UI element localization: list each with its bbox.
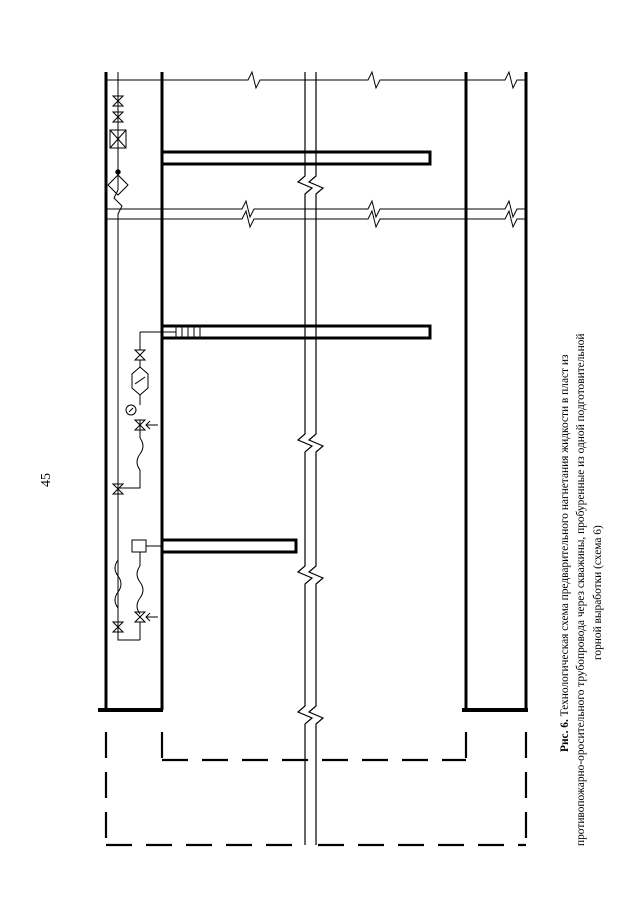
valve-icon	[111, 111, 125, 123]
valve-icon	[111, 95, 125, 107]
pump-unit-icon	[131, 539, 147, 553]
figure-label: Рис. 6.	[559, 719, 571, 752]
break-lines	[106, 70, 526, 229]
break-line-middle-b	[106, 209, 526, 229]
boreholes	[162, 150, 432, 554]
break-line-middle-a	[106, 199, 526, 219]
borehole-3	[162, 538, 298, 554]
gallery-walls	[98, 72, 528, 712]
central-pipeline	[296, 72, 325, 845]
top-fittings	[107, 95, 129, 196]
well-seals	[175, 326, 201, 338]
injection-assembly	[111, 331, 176, 495]
break-line-top	[106, 70, 526, 90]
pipeline-line-b	[307, 72, 325, 845]
planned-gallery-outline	[104, 732, 528, 847]
valve-icon	[111, 483, 125, 495]
regulator-icon	[107, 174, 129, 196]
borehole-2	[162, 324, 432, 340]
water-supply-line	[113, 72, 123, 640]
junction-dot-icon	[115, 169, 121, 175]
figure-caption-text: Технологическая схема предварительного н…	[559, 354, 571, 717]
figure-caption-line-2: противопожарно-оросительного трубопровод…	[575, 333, 587, 847]
figure-caption-line-1: Рис. 6. Технологическая схема предварите…	[559, 355, 571, 752]
pump-assembly	[111, 539, 162, 641]
page-number: 45	[39, 473, 54, 487]
filter-icon	[109, 129, 127, 149]
figure-caption-line-3: горной выработки (схема 6)	[592, 525, 604, 660]
valve-icon	[111, 621, 125, 633]
valve-icon	[133, 611, 147, 623]
pipeline-line-a	[296, 72, 314, 845]
valve-icon	[133, 419, 147, 431]
valve-icon	[133, 349, 147, 361]
pressure-gauge-icon	[125, 404, 137, 416]
borehole-1	[162, 150, 432, 166]
